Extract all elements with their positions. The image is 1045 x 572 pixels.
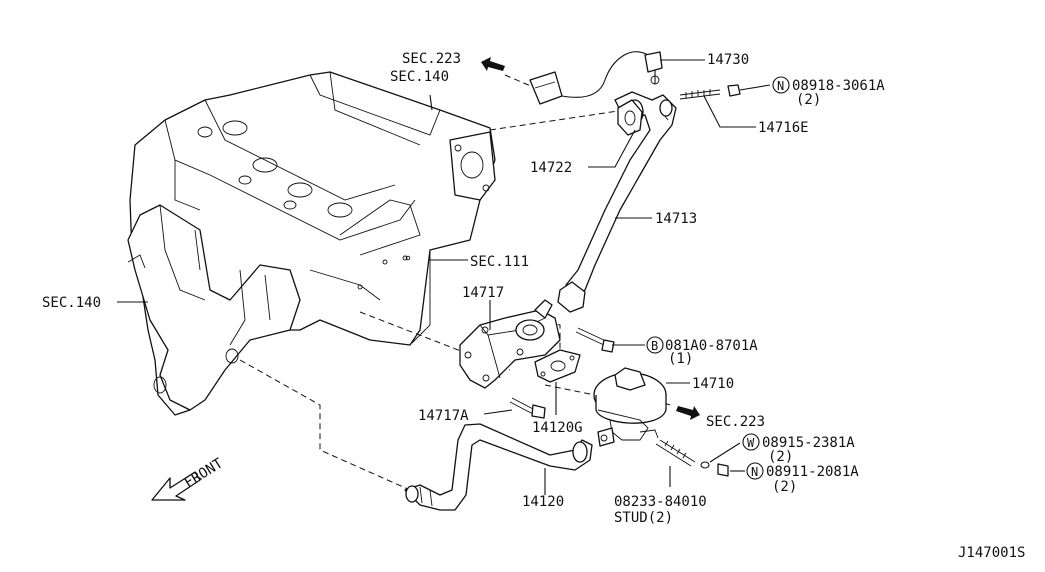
front-label: FRONT [182, 455, 227, 491]
sec223-top-arrow-icon [481, 57, 505, 71]
engine-assembly-drawing [127, 71, 496, 416]
fastener-1-part: 081A0-8701A [665, 338, 758, 354]
fastener-symbols: N B W N [646, 76, 790, 480]
sec223-right-label: SEC.223 [706, 414, 765, 430]
direction-arrows [151, 57, 700, 501]
n-symbol-1 [772, 76, 790, 94]
egr-pipe-14120 [404, 423, 593, 511]
label-leaders [117, 59, 771, 495]
fastener-0-symbol: N [777, 79, 784, 93]
part-14716e-label: 14716E [758, 120, 809, 136]
sec140-left-label: SEC.140 [42, 295, 101, 311]
bolt-14717a [509, 397, 546, 419]
fastener-3-qty: (2) [772, 479, 797, 495]
stud-text-label: STUD(2) [614, 510, 673, 526]
fastener-2-symbol: W [747, 436, 755, 450]
fastener-3-part: 08911-2081A [766, 464, 859, 480]
fastener-2-part: 08915-2381A [762, 435, 855, 451]
part-14120g-label: 14120G [532, 420, 583, 436]
front-arrow-icon [151, 471, 201, 501]
fastener-0-qty: (2) [796, 92, 821, 108]
fastener-0-part: 08918-3061A [792, 78, 885, 94]
part-14713-label: 14713 [655, 211, 697, 227]
part-14722-label: 14722 [530, 160, 572, 176]
part-14120-label: 14120 [522, 494, 564, 510]
fastener-2-qty: (2) [768, 449, 793, 465]
part-14730-label: 14730 [707, 52, 749, 68]
part-14717-label: 14717 [462, 285, 504, 301]
sec111-label: SEC.111 [470, 254, 529, 270]
egr-control-valve [593, 367, 729, 477]
egr-valve-body [459, 99, 643, 389]
b-symbol [646, 336, 664, 354]
n-symbol-2 [746, 462, 764, 480]
egr-tube [557, 84, 741, 313]
egr-temperature-sensor [529, 51, 663, 105]
fastener-3-symbol: N [751, 465, 758, 479]
fastener-1-symbol: B [651, 339, 658, 353]
sec223-right-arrow-icon [676, 406, 700, 420]
sec140-top-label: SEC.140 [390, 69, 449, 85]
part-labels: SEC.223 SEC.140 SEC.140 SEC.111 SEC.223 … [42, 51, 1025, 561]
part-14717a-label: 14717A [418, 408, 469, 424]
sec223-top-label: SEC.223 [402, 51, 461, 67]
diagram-id-label: J147001S [958, 545, 1025, 561]
fastener-1-qty: (1) [668, 351, 693, 367]
part-14710-label: 14710 [692, 376, 734, 392]
stud-number-label: 08233-84010 [614, 494, 707, 510]
w-symbol [742, 433, 760, 451]
